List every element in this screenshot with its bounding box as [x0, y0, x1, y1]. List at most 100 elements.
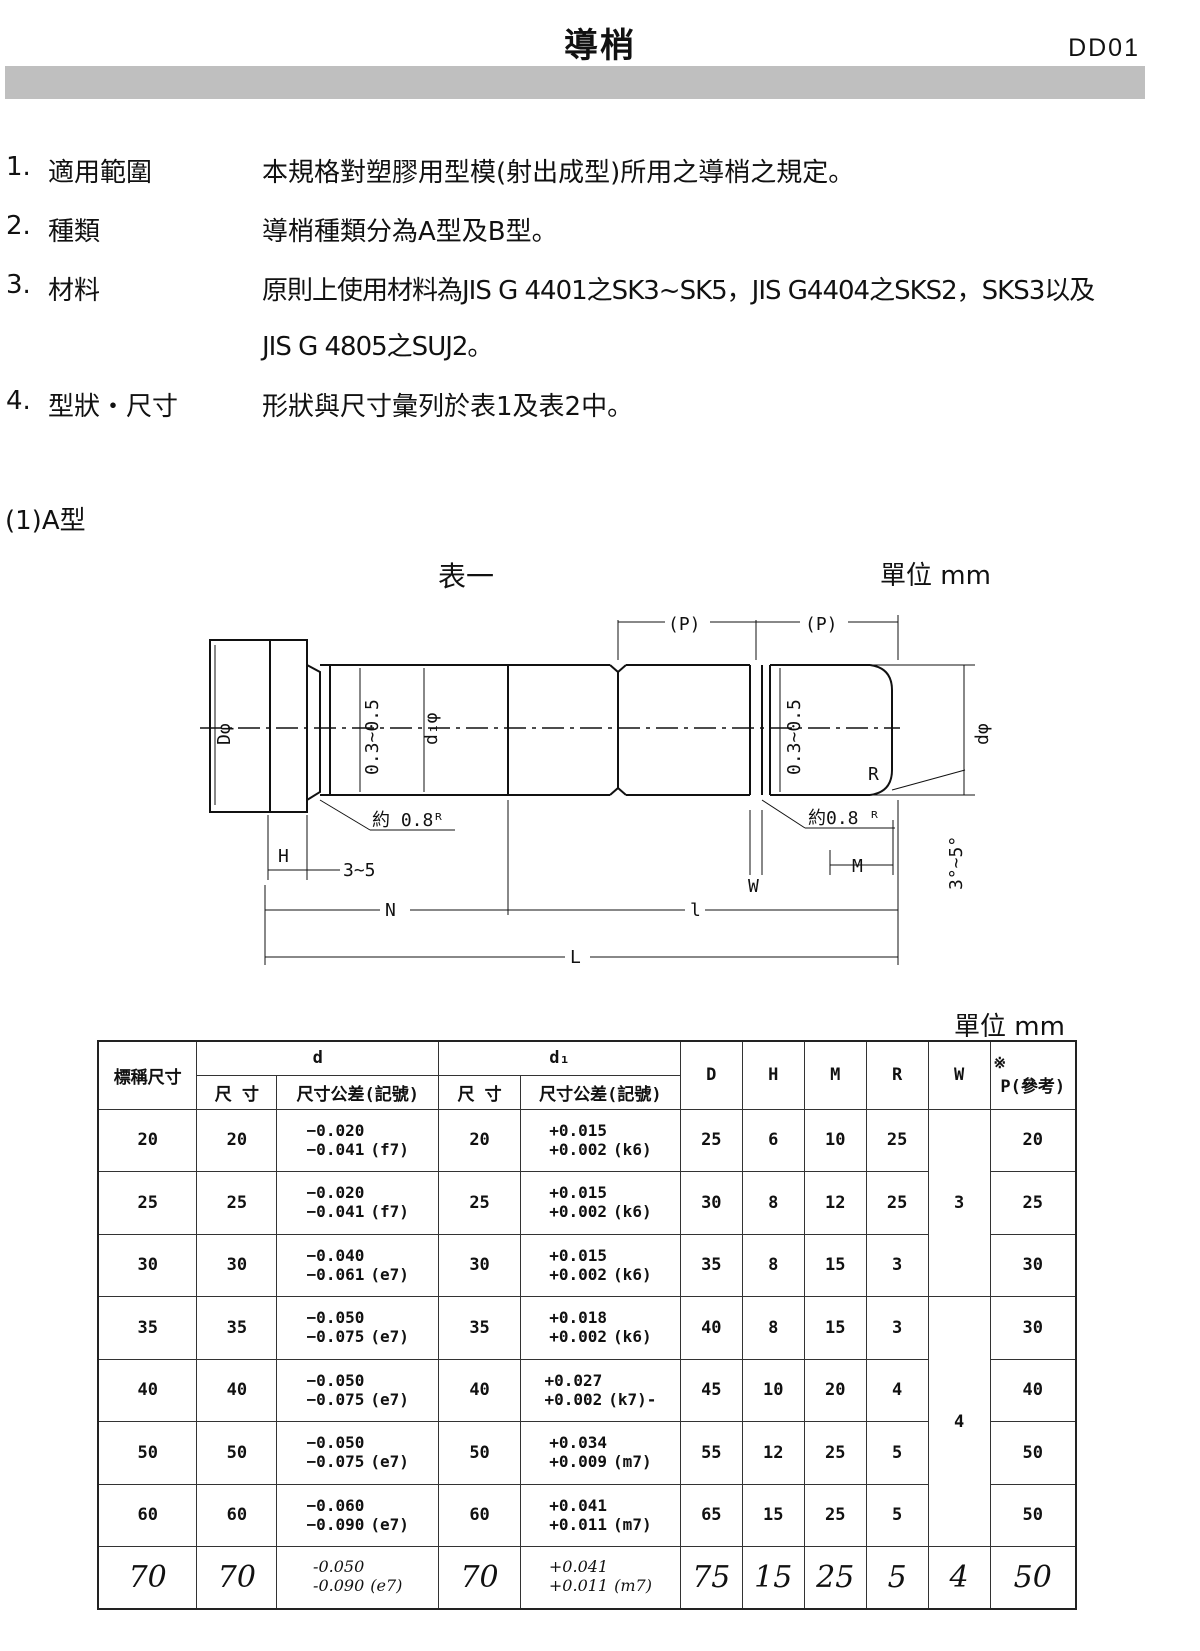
cell-d-tol-upper: −0.050 — [306, 1433, 365, 1453]
dim-H: H — [278, 846, 289, 867]
cell-d-tol: −0.050−0.075(e7) — [276, 1296, 440, 1360]
spec-table: 標稱尺寸 d d₁ D H M R W ※ P(參考) 尺 寸 尺寸公差(記號)… — [97, 1040, 1077, 1610]
cell-R: 25 — [865, 1108, 929, 1172]
dim-l: l — [690, 900, 701, 921]
header-R: R — [865, 1040, 929, 1110]
cell-d1-tol-lower: +0.011 — [549, 1514, 608, 1534]
cell-nominal: 25 — [97, 1171, 198, 1235]
cell-d-tol-upper: −0.050 — [306, 1370, 365, 1390]
section-text: 原則上使用材料為JIS G 4401之SK3~SK5，JIS G4404之SKS… — [262, 276, 1095, 306]
cell-d1-tol: +0.041+0.011(m7) — [520, 1546, 681, 1610]
cell-M: 12 — [803, 1171, 867, 1235]
cell-d-tol-code: (e7) — [370, 1389, 409, 1409]
cell-d1-tol: +0.015+0.002(k6) — [520, 1233, 681, 1297]
cell-d1-tol-lower: +0.009 — [549, 1452, 608, 1472]
cell-d1-tol: +0.018+0.002(k6) — [520, 1296, 681, 1360]
header-P-label: P(參考) — [1000, 1076, 1066, 1097]
cell-nominal: 70 — [97, 1546, 198, 1610]
cell-d-tol-lower: −0.075 — [306, 1327, 365, 1347]
guide-pin-drawing: (P) (P) Dφ 0.3~0.5 d₁φ 0.3~0.5 dφ R 約 0.… — [200, 614, 993, 968]
header-P: ※ P(參考) — [989, 1040, 1077, 1110]
figure-unit: 單位 mm — [880, 561, 991, 591]
figure-caption: 表一 — [438, 560, 495, 593]
section-number: 1. — [6, 152, 31, 182]
dim-d1: d₁φ — [421, 712, 442, 745]
cell-D: 25 — [679, 1108, 743, 1172]
cell-d1-tol-upper: +0.034 — [549, 1433, 608, 1453]
cell-P: 50 — [989, 1421, 1077, 1485]
cell-d1-tol-lower: +0.002 — [549, 1264, 608, 1284]
cell-d1-tol-upper: +0.015 — [549, 1245, 608, 1265]
cell-d1-tol-lower: +0.002 — [549, 1202, 608, 1222]
cell-d1-tol-code: (m7) — [613, 1514, 652, 1534]
cell-d: 35 — [196, 1296, 278, 1360]
cell-W: 4 — [927, 1296, 991, 1547]
cell-d1-tol-code: (k6) — [613, 1264, 652, 1284]
section-number: 3. — [6, 270, 31, 300]
subtitle: (1)A型 — [5, 506, 86, 536]
cell-d-tol-lower: −0.041 — [306, 1139, 365, 1159]
cell-P: 50 — [989, 1483, 1077, 1547]
header-d1-tol: 尺寸公差(記號) — [520, 1074, 681, 1110]
cell-d1-tol: +0.027+0.002(k7)- — [520, 1358, 681, 1422]
section-text-continued: JIS G 4805之SUJ2。 — [262, 332, 493, 362]
cell-d1: 60 — [438, 1483, 522, 1547]
section-text: 形狀與尺寸彙列於表1及表2中。 — [262, 392, 634, 422]
header-D: D — [679, 1040, 743, 1110]
pin-head — [209, 639, 308, 813]
dim-3-5: 3~5 — [343, 860, 376, 881]
dim-range-2: 0.3~0.5 — [784, 699, 805, 775]
cell-d-tol: −0.050−0.075(e7) — [276, 1358, 440, 1422]
cell-d-tol: −0.050−0.075(e7) — [276, 1421, 440, 1485]
cell-d-tol-code: (e7) — [370, 1264, 409, 1284]
header-d: d — [196, 1040, 440, 1076]
dim-N: N — [385, 900, 396, 921]
cell-d-tol-code: (e7) — [370, 1452, 409, 1472]
table-unit: 單位 mm — [954, 1012, 1065, 1042]
cell-H: 8 — [741, 1171, 805, 1235]
cell-d1: 20 — [438, 1108, 522, 1172]
cell-R: 5 — [865, 1546, 929, 1610]
cell-M: 20 — [803, 1358, 867, 1422]
cell-d-tol-lower: −0.090 — [306, 1514, 365, 1534]
cell-M: 25 — [803, 1483, 867, 1547]
header-M: M — [803, 1040, 867, 1110]
cell-nominal: 30 — [97, 1233, 198, 1297]
cell-d-tol-lower: −0.075 — [306, 1452, 365, 1472]
section-label: 材料 — [48, 276, 101, 306]
cell-d1-tol-upper: +0.018 — [549, 1308, 608, 1328]
fillet-label-1: 約 0.8ᴿ — [372, 810, 444, 831]
cell-d1-tol-code: (k6) — [613, 1139, 652, 1159]
cell-d-tol-code: (f7) — [370, 1202, 409, 1222]
cell-d1-tol-code: (k7)- — [608, 1389, 657, 1409]
cell-d1: 70 — [438, 1546, 522, 1610]
cell-d-tol-upper: −0.020 — [306, 1183, 365, 1203]
cell-d1-tol-upper: +0.041 — [549, 1495, 608, 1515]
header-W: W — [927, 1040, 991, 1110]
cell-D: 65 — [679, 1483, 743, 1547]
cell-R: 5 — [865, 1421, 929, 1485]
cell-H: 6 — [741, 1108, 805, 1172]
header-d1: d₁ — [438, 1040, 681, 1076]
cell-d-tol-upper: -0.050 — [313, 1556, 365, 1576]
section-label: 適用範圍 — [48, 158, 153, 188]
cell-d1: 30 — [438, 1233, 522, 1297]
cell-R: 4 — [865, 1358, 929, 1422]
cell-d1-tol-code: (k6) — [613, 1202, 652, 1222]
cell-d1-tol: +0.034+0.009(m7) — [520, 1421, 681, 1485]
section-text: 本規格對塑膠用型模(射出成型)所用之導梢之規定。 — [262, 158, 855, 188]
cell-d1-tol-upper: +0.015 — [549, 1183, 608, 1203]
cell-H: 8 — [741, 1296, 805, 1360]
cell-M: 15 — [803, 1233, 867, 1297]
cell-D: 45 — [679, 1358, 743, 1422]
cell-nominal: 50 — [97, 1421, 198, 1485]
document-code: DD01 — [1068, 34, 1140, 62]
cell-d: 25 — [196, 1171, 278, 1235]
dim-D: Dφ — [214, 723, 235, 745]
fillet-label-2: 約0.8 ᴿ — [808, 808, 880, 829]
